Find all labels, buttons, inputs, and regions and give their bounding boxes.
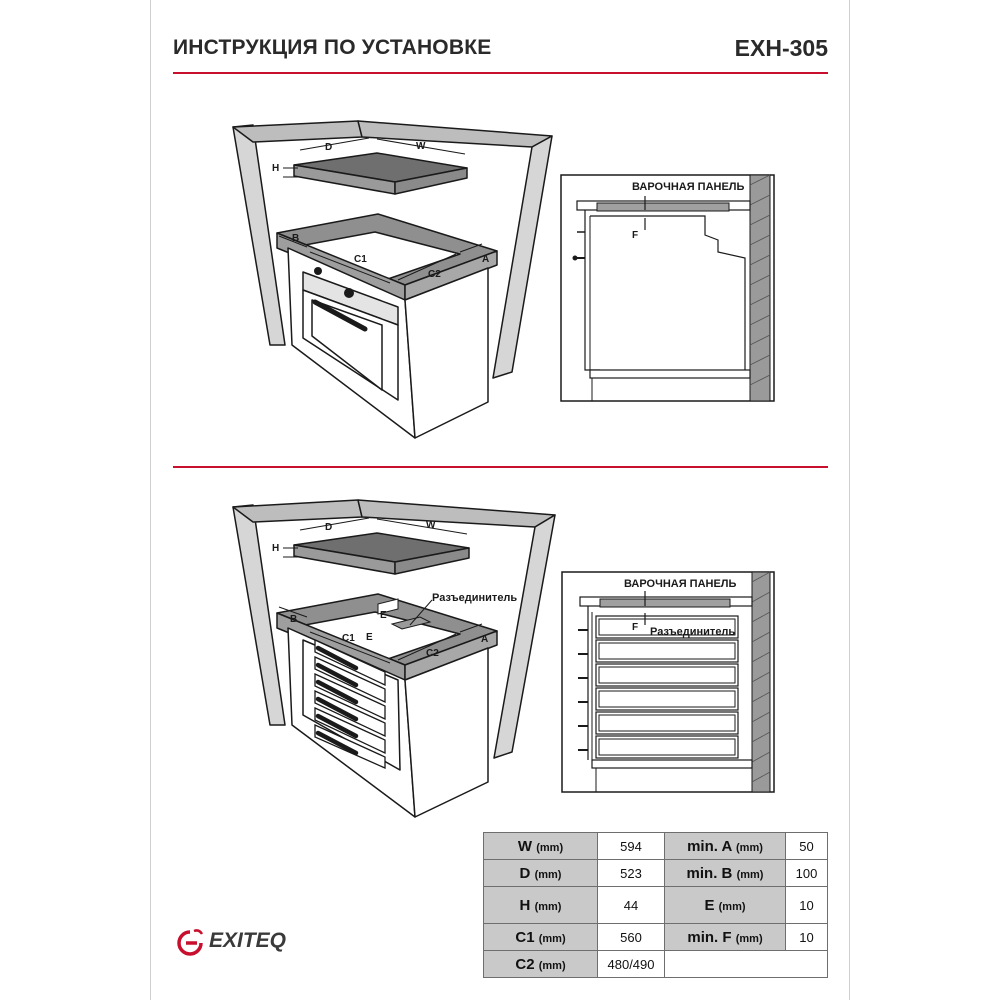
- dim-w-label: W: [416, 141, 426, 152]
- param-name: min. B: [686, 864, 733, 882]
- header-divider: [173, 72, 828, 74]
- table-row: H (mm) 44 E (mm) 10: [483, 886, 828, 924]
- dim-a-label: A: [482, 254, 489, 265]
- oven-side-view: [560, 174, 775, 402]
- dim-c1-label-2: C1: [342, 633, 355, 644]
- param-name: C1: [515, 928, 535, 946]
- param-unit: (mm): [538, 959, 566, 972]
- dim-f-label-2: F: [632, 622, 638, 633]
- model-number: EXH-305: [734, 35, 828, 61]
- param-value: 594: [597, 832, 665, 860]
- drawer-installation-diagram: D W H B A C1 C2 E E Разъединитель: [232, 499, 775, 818]
- table-row: D (mm) 523 min. B (mm) 100: [483, 859, 828, 887]
- hob-panel-label-2: ВАРОЧНАЯ ПАНЕЛЬ: [624, 578, 737, 590]
- oven-installation-diagram: D W H B A C1 C2 ВАРОЧНАЯ ПАНЕЛЬ F: [232, 120, 775, 439]
- param-value: 560: [597, 923, 665, 951]
- table-row: W (mm) 594 min. A (mm) 50: [483, 832, 828, 860]
- dim-d-label-2: D: [325, 522, 332, 533]
- dim-d-label: D: [325, 142, 332, 153]
- page-sheet: [150, 0, 850, 1000]
- dim-f-label: F: [632, 230, 638, 241]
- dim-c2-label: C2: [428, 269, 441, 280]
- param-value: 10: [785, 923, 828, 951]
- table-row: C1 (mm) 560 min. F (mm) 10: [483, 923, 828, 951]
- param-unit: (mm): [735, 932, 763, 945]
- param-value: 50: [785, 832, 828, 860]
- dim-b-label: B: [292, 233, 299, 244]
- param-value: 480/490: [597, 950, 665, 978]
- dim-h-label-2: H: [272, 543, 279, 554]
- param-unit: (mm): [538, 932, 566, 945]
- dim-b-label-2: B: [290, 614, 297, 625]
- param-name: C2: [515, 955, 535, 973]
- param-name: D: [519, 864, 531, 882]
- empty-cell: [664, 950, 828, 978]
- dimensions-table: W (mm) 594 min. A (mm) 50 D (mm) 523 min…: [483, 832, 828, 978]
- dim-e-label: E: [380, 610, 387, 621]
- dim-h-label: H: [272, 163, 279, 174]
- dim-a-label-2: A: [481, 634, 488, 645]
- hob-panel-label: ВАРОЧНАЯ ПАНЕЛЬ: [632, 181, 745, 193]
- param-name: W: [517, 837, 533, 855]
- param-unit: (mm): [736, 868, 764, 881]
- brand-logo-text: EXITEQ: [209, 929, 287, 952]
- section-divider: [173, 466, 828, 468]
- param-unit: (mm): [718, 900, 746, 913]
- switch-label: Разъединитель: [432, 592, 517, 604]
- param-name: E: [704, 896, 715, 914]
- brand-logo-icon: [177, 929, 204, 956]
- param-unit: (mm): [736, 841, 763, 854]
- page-title: ИНСТРУКЦИЯ ПО УСТАНОВКЕ: [173, 36, 492, 59]
- param-name: min. A: [687, 837, 732, 855]
- param-value: 523: [597, 859, 665, 887]
- param-value: 100: [785, 859, 828, 887]
- param-name: H: [519, 896, 531, 914]
- drawer-side-view: [561, 571, 775, 793]
- brand-logo: EXITEQ: [173, 925, 313, 959]
- dim-c2-label-2: C2: [426, 648, 439, 659]
- param-unit: (mm): [534, 900, 562, 913]
- table-row: C2 (mm) 480/490: [483, 950, 828, 978]
- dim-c1-label: C1: [354, 254, 367, 265]
- dim-w-label-2: W: [426, 520, 436, 531]
- param-name: min. F: [687, 928, 732, 946]
- param-value: 44: [597, 886, 665, 924]
- switch-label-side: Разъединитель: [650, 626, 735, 638]
- param-unit: (mm): [536, 841, 564, 854]
- param-value: 10: [785, 886, 828, 924]
- param-unit: (mm): [534, 868, 562, 881]
- dim-e-label-lower: E: [366, 632, 373, 643]
